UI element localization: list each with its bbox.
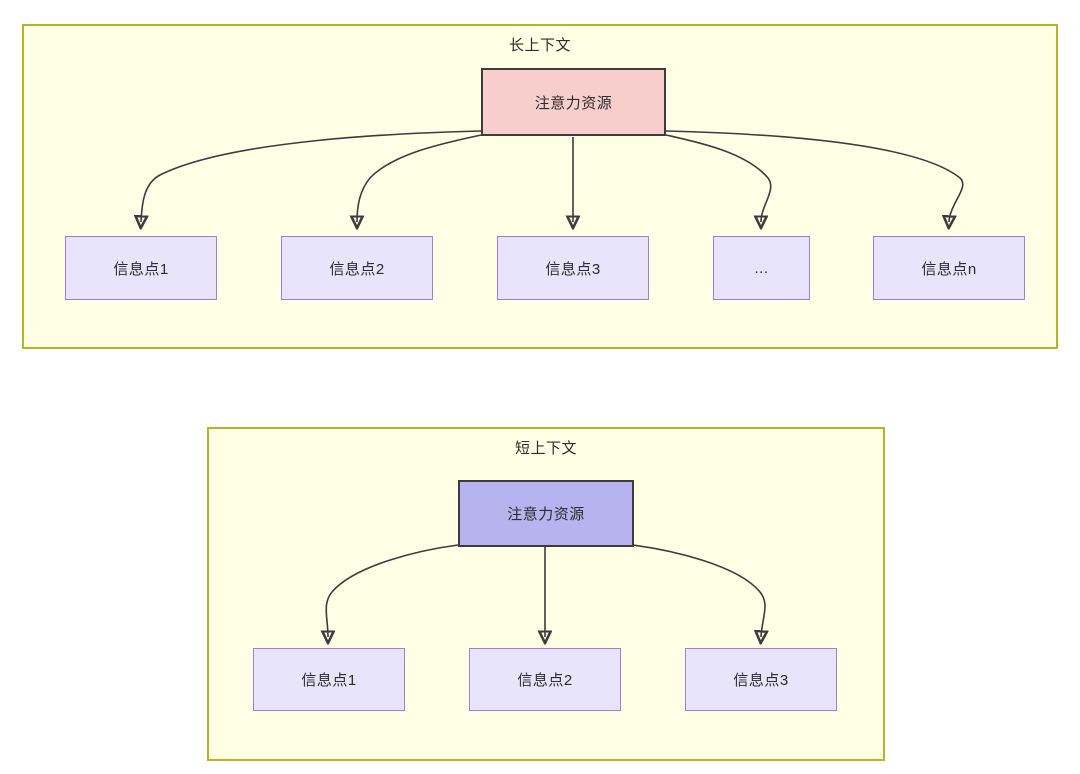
node-long-attention-resource[interactable]: 注意力资源 bbox=[481, 68, 666, 136]
node-long-info-2-label: 信息点2 bbox=[329, 260, 385, 278]
node-long-info-2[interactable]: 信息点2 bbox=[281, 236, 433, 300]
node-long-info-ellipsis-label: ... bbox=[754, 259, 769, 277]
node-short-attention-resource-label: 注意力资源 bbox=[507, 506, 585, 523]
node-short-attention-resource[interactable]: 注意力资源 bbox=[458, 480, 634, 547]
node-short-info-1-label: 信息点1 bbox=[301, 672, 357, 689]
node-long-info-1-label: 信息点1 bbox=[113, 260, 169, 278]
node-long-info-3-label: 信息点3 bbox=[545, 260, 601, 278]
node-short-info-2[interactable]: 信息点2 bbox=[469, 648, 621, 711]
panel-long-context-title: 长上下文 bbox=[508, 37, 571, 54]
node-short-info-3[interactable]: 信息点3 bbox=[685, 648, 837, 711]
node-short-info-2-label: 信息点2 bbox=[517, 672, 573, 689]
node-long-info-ellipsis[interactable]: ... bbox=[713, 236, 810, 300]
node-long-info-1[interactable]: 信息点1 bbox=[65, 236, 217, 300]
node-long-info-n-label: 信息点n bbox=[921, 260, 977, 278]
node-short-info-1[interactable]: 信息点1 bbox=[253, 648, 405, 711]
node-long-attention-resource-label: 注意力资源 bbox=[534, 94, 613, 112]
panel-short-context-title: 短上下文 bbox=[514, 440, 577, 457]
node-long-info-3[interactable]: 信息点3 bbox=[497, 236, 649, 300]
node-short-info-3-label: 信息点3 bbox=[733, 672, 789, 689]
node-long-info-n[interactable]: 信息点n bbox=[873, 236, 1025, 300]
